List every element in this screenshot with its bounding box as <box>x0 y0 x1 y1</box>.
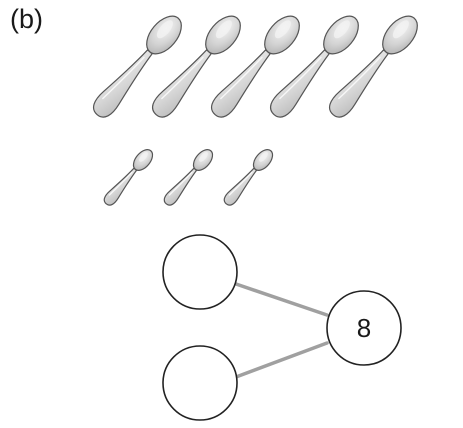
number-bond: 8 <box>162 234 402 421</box>
small-spoon <box>103 149 154 206</box>
large-spoon <box>328 15 418 118</box>
large-spoon <box>92 15 182 118</box>
bond-line-bottom <box>234 341 329 379</box>
part-circle-bottom[interactable] <box>162 345 238 421</box>
small-spoon <box>223 149 274 206</box>
large-spoon-row <box>92 15 418 118</box>
whole-value: 8 <box>357 313 371 343</box>
part-label: (b) <box>10 4 43 34</box>
large-spoon <box>151 15 241 118</box>
whole-circle <box>326 290 402 366</box>
large-spoon <box>210 15 300 118</box>
small-spoon <box>163 149 214 206</box>
part-circle-top[interactable] <box>162 234 238 310</box>
bond-line-top <box>234 282 329 317</box>
small-spoon-row <box>103 149 274 206</box>
large-spoon <box>269 15 359 118</box>
